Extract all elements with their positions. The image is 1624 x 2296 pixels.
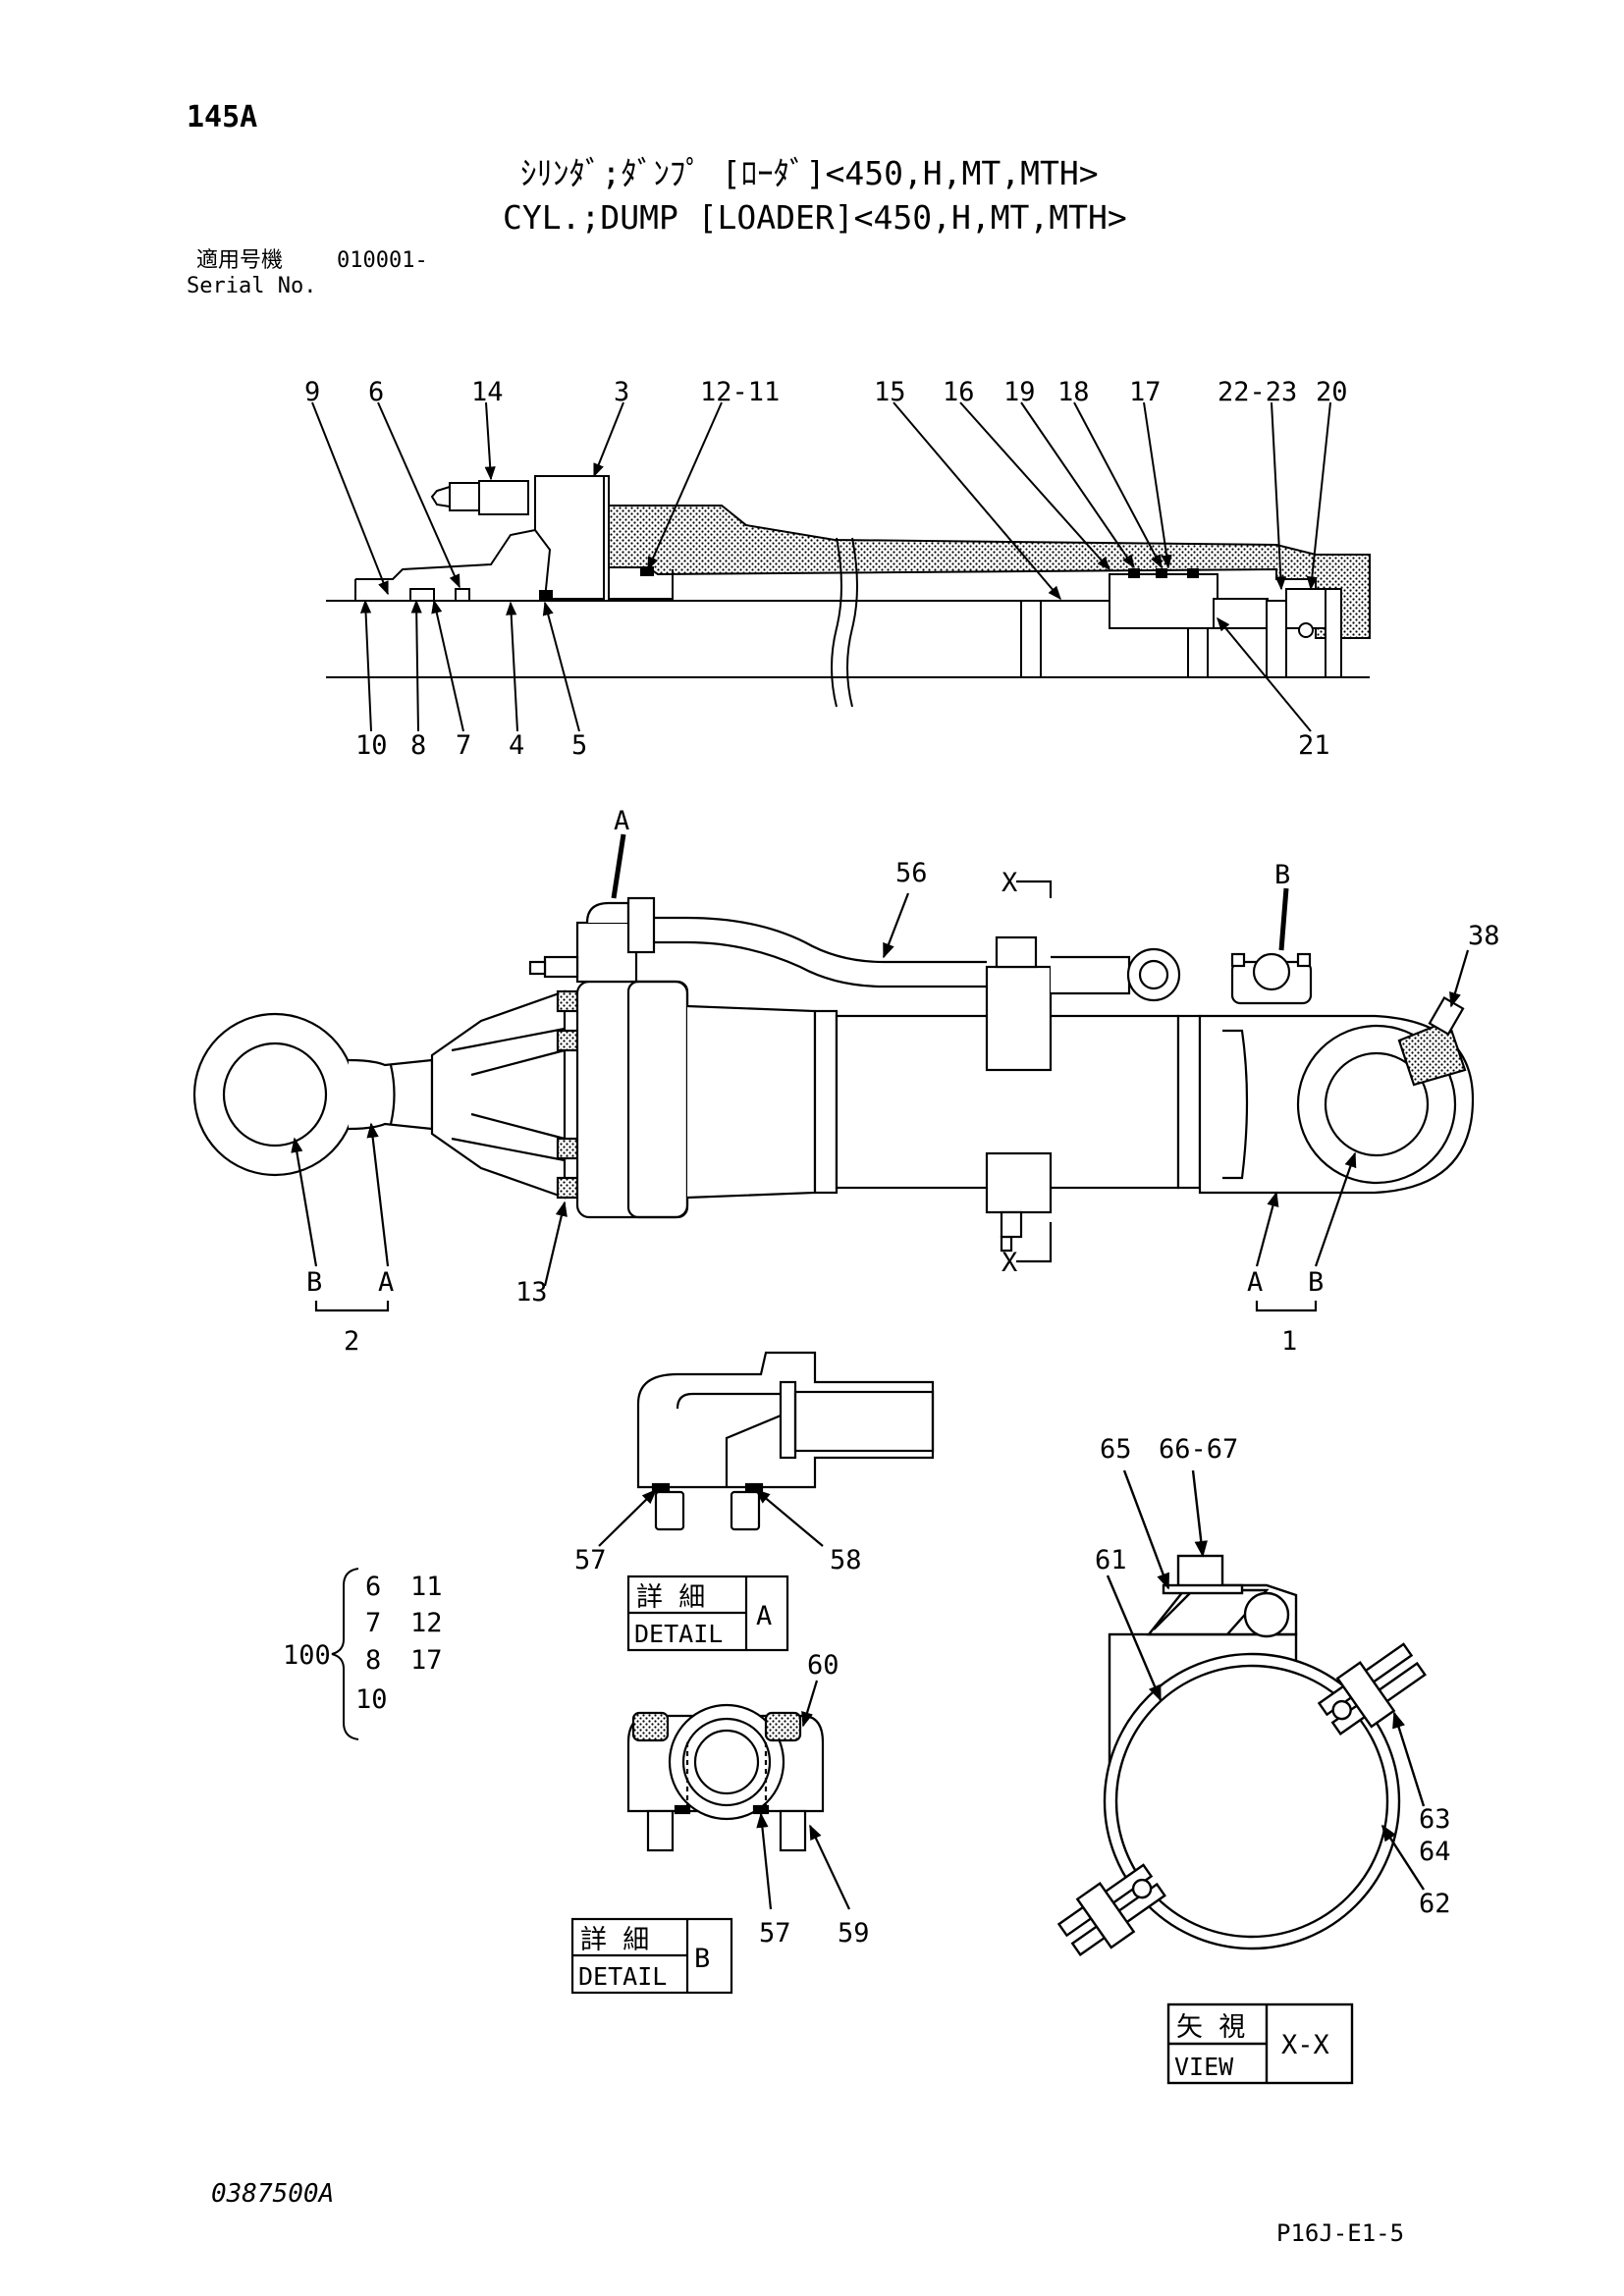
callout-6: 6 (368, 377, 384, 407)
detail-b-en: DETAIL (578, 1962, 667, 1991)
kit-item-8: 8 (365, 1645, 381, 1676)
callout-38: 38 (1468, 921, 1500, 951)
oring-5 (539, 590, 553, 602)
kit-item-11: 11 (410, 1572, 443, 1602)
kit-item-7: 7 (365, 1608, 381, 1638)
label-b-top: B (1274, 860, 1290, 890)
title-english: CYL.;DUMP [LOADER]<450,H,MT,MTH> (503, 198, 1127, 237)
pipe-56-top (628, 916, 987, 964)
callout-64: 64 (1419, 1837, 1451, 1867)
callout-3: 3 (614, 377, 629, 407)
callout-1: 1 (1281, 1326, 1297, 1357)
section-view (311, 401, 1371, 732)
nut-21 (1266, 600, 1287, 678)
callout-62: 62 (1419, 1889, 1451, 1919)
serial-number-value: 010001- (337, 248, 428, 273)
head-cover (534, 475, 605, 600)
rod-eye-bushing (222, 1041, 328, 1148)
callout-22-23: 22-23 (1218, 377, 1297, 407)
callout-63: 63 (1419, 1804, 1451, 1835)
callout-61: 61 (1095, 1545, 1127, 1575)
head-flange (355, 529, 536, 580)
callout-65: 65 (1100, 1434, 1132, 1465)
label-right-b: B (1308, 1267, 1324, 1298)
rod-neck (348, 1058, 434, 1131)
callout-57-a: 57 (574, 1545, 607, 1575)
head-cover-block (575, 980, 689, 1219)
callout-20: 20 (1316, 377, 1348, 407)
collar-22 (1285, 588, 1326, 629)
callout-5: 5 (571, 730, 587, 761)
head-cover-step (604, 475, 674, 600)
callout-60: 60 (807, 1650, 839, 1681)
label-right-a: A (1247, 1267, 1263, 1298)
piston (1109, 573, 1218, 629)
callout-13: 13 (515, 1277, 548, 1308)
label-a-top: A (614, 806, 629, 836)
callout-16: 16 (943, 377, 975, 407)
view-xx (1056, 1469, 1427, 2085)
callout-18: 18 (1057, 377, 1090, 407)
seal-8 (409, 588, 435, 602)
main-view (192, 833, 1475, 1312)
callout-21: 21 (1298, 730, 1330, 761)
callout-58: 58 (830, 1545, 862, 1575)
callout-57-b: 57 (759, 1918, 791, 1949)
page-code: P16J-E1-5 (1276, 2219, 1405, 2247)
serial-label-japanese: 適用号機 (196, 248, 284, 273)
bottom-eye-bushing (1324, 1051, 1430, 1157)
oring-12 (640, 566, 654, 576)
gland-cone (430, 989, 567, 1200)
callout-12-11: 12-11 (700, 377, 780, 407)
callout-8: 8 (410, 730, 426, 761)
label-x-top: X (1001, 868, 1017, 898)
detail-b-jp: 詳 細 (580, 1925, 649, 1955)
label-left-b: B (306, 1267, 322, 1298)
view-xx-letter: X-X (1281, 2030, 1329, 2060)
kit-item-17: 17 (410, 1645, 443, 1676)
fitting-14 (449, 482, 480, 511)
kit-item-6: 6 (365, 1572, 381, 1602)
main-view-labels: A B 56 38 X X 13 B A 2 A B 1 (306, 806, 1500, 1357)
callout-9: 9 (304, 377, 320, 407)
callout-15: 15 (874, 377, 906, 407)
kit-number: 100 (283, 1640, 331, 1671)
clamp-ring-inner (1114, 1664, 1389, 1939)
kit-item-12: 12 (410, 1608, 443, 1638)
section-callouts: 9 6 14 3 12-11 15 16 19 18 17 22-23 20 1… (304, 377, 1348, 761)
page-number: 145A (187, 100, 258, 134)
clamp-bolt-head (1176, 1554, 1224, 1589)
label-left-a: A (378, 1267, 394, 1298)
view-xx-jp: 矢 視 (1176, 2012, 1245, 2043)
callout-56: 56 (895, 858, 928, 888)
callout-59: 59 (838, 1918, 870, 1949)
detail-a-en: DETAIL (634, 1620, 723, 1648)
drawing-number: 0387500A (211, 2179, 335, 2209)
kit-item-10: 10 (355, 1684, 388, 1715)
callout-4: 4 (509, 730, 524, 761)
pipe-56-bottom (628, 940, 987, 988)
callout-7: 7 (456, 730, 471, 761)
callout-66-67: 66-67 (1159, 1434, 1238, 1465)
callout-14: 14 (471, 377, 504, 407)
serial-label-english: Serial No. (187, 274, 317, 298)
label-x-bottom: X (1001, 1248, 1017, 1278)
clamp-lower (985, 1151, 1053, 1214)
seal-6 (455, 588, 470, 602)
callout-10: 10 (355, 730, 388, 761)
detail-a-jp: 詳 細 (636, 1582, 705, 1613)
view-xx-en: VIEW (1174, 2053, 1234, 2081)
detail-a-letter: A (756, 1601, 772, 1631)
detail-a (598, 1351, 935, 1652)
clamp-upper (985, 965, 1053, 1072)
detail-b-letter: B (694, 1944, 710, 1974)
callout-19: 19 (1003, 377, 1036, 407)
callout-17: 17 (1129, 377, 1162, 407)
detail-b (570, 1680, 850, 1995)
kit-100: 100 6 11 7 12 8 17 10 (283, 1568, 443, 1740)
callout-2: 2 (344, 1326, 359, 1357)
title-japanese: ｼﾘﾝﾀﾞ;ﾀﾞﾝﾌﾟ [ﾛｰﾀﾞ]<450,H,MT,MTH> (520, 154, 1099, 192)
